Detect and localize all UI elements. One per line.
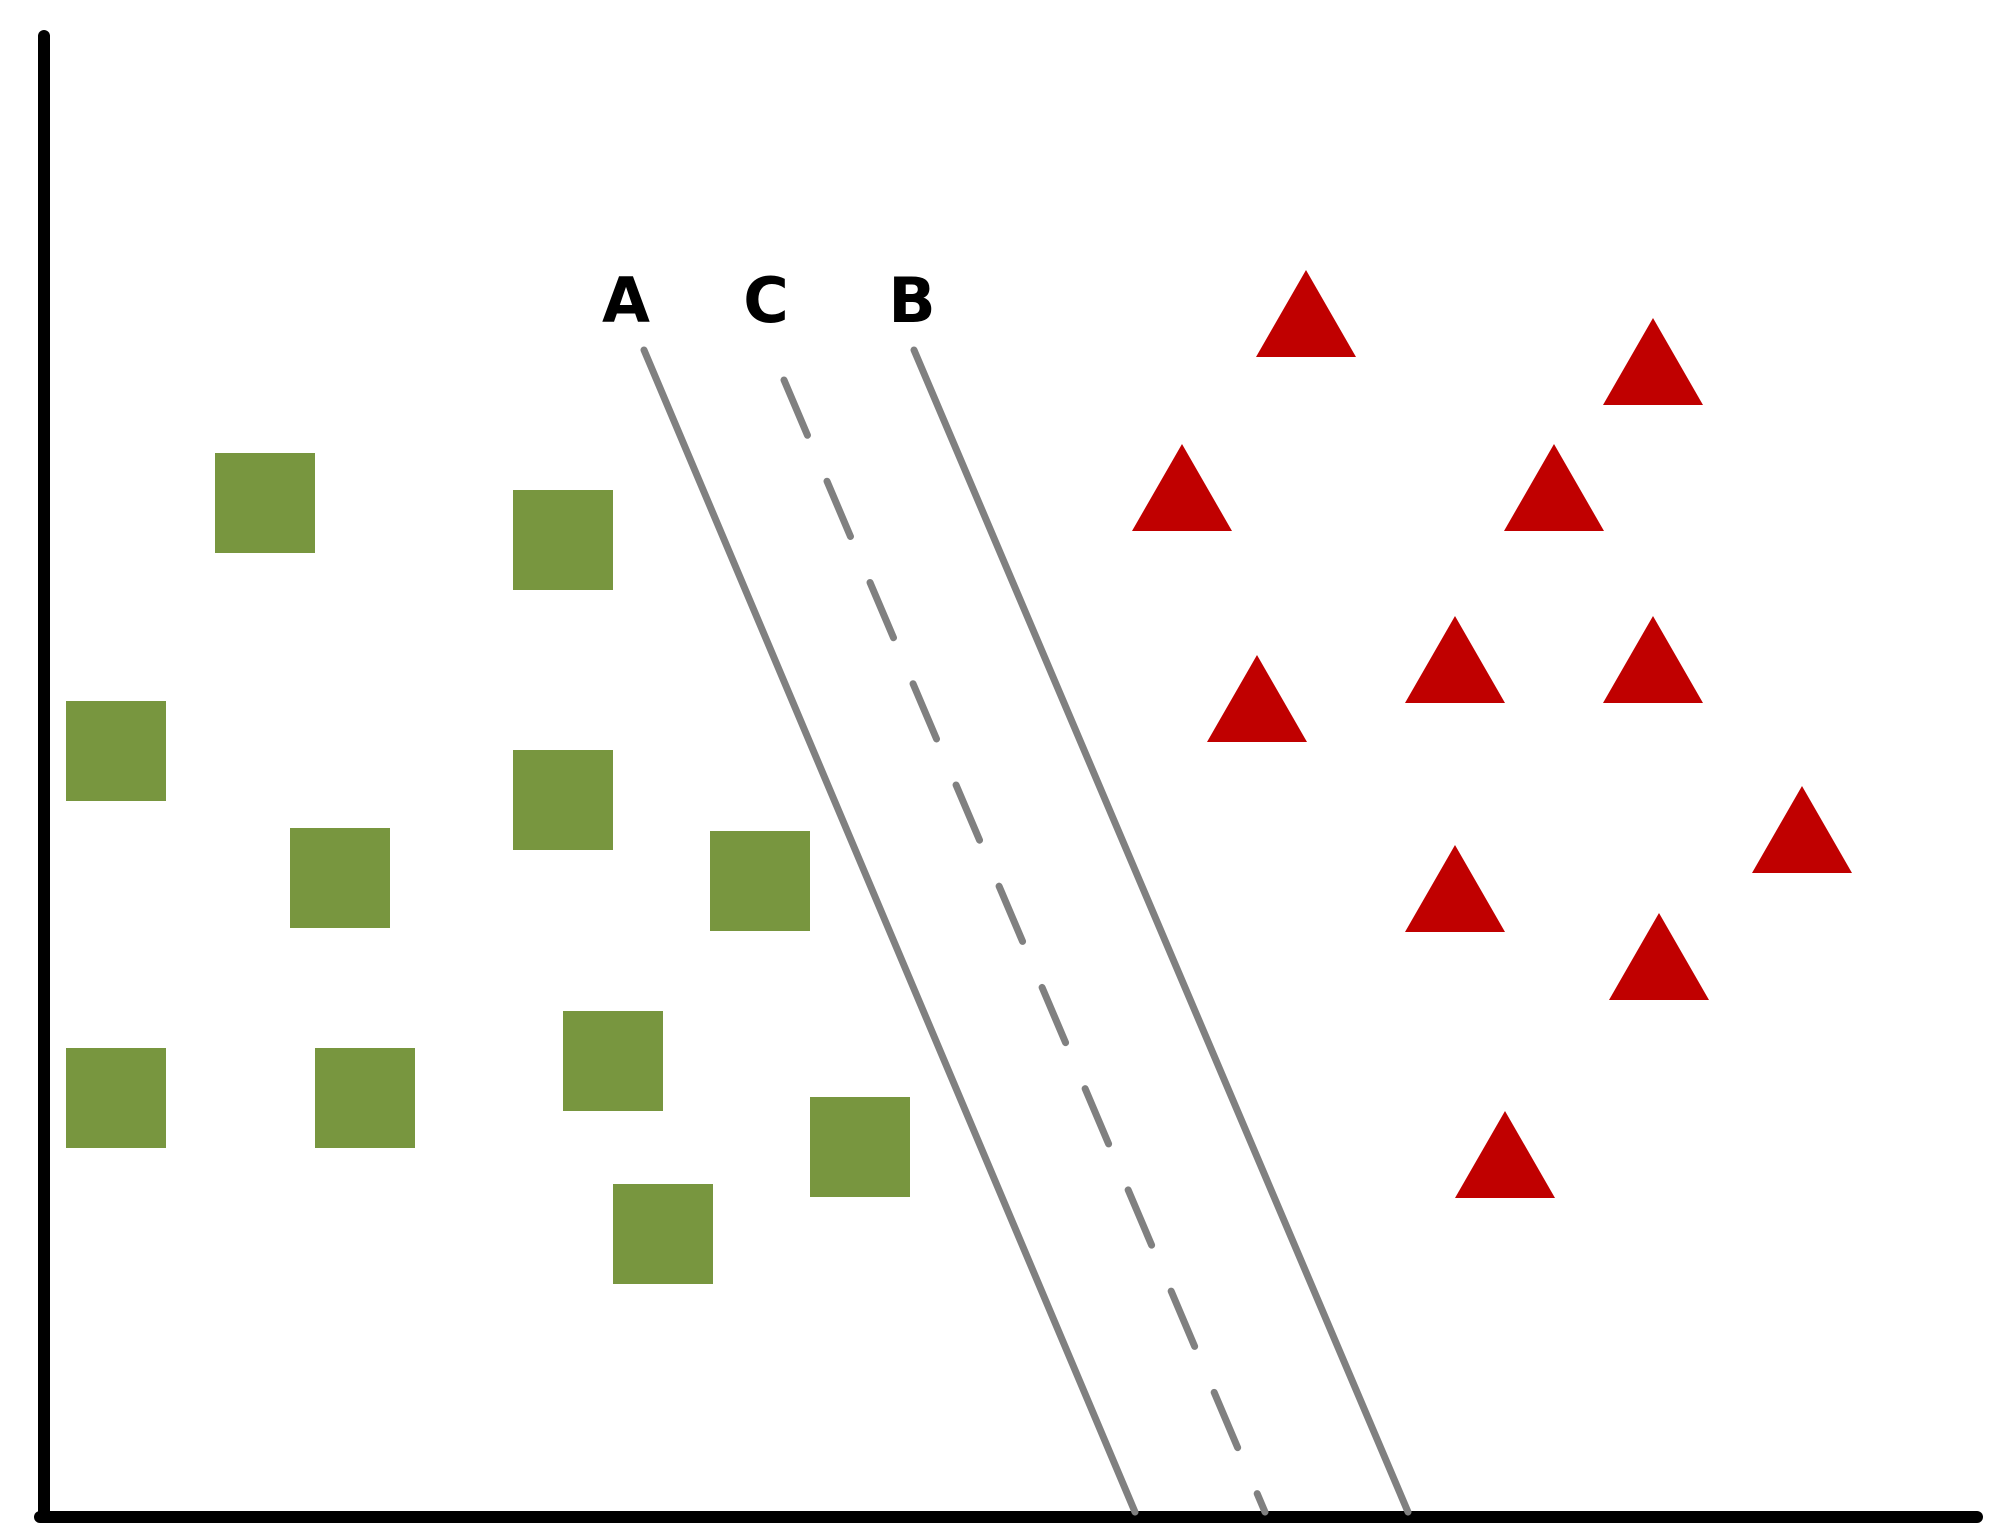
label-a: A bbox=[602, 264, 650, 337]
triangle-class-points bbox=[1132, 270, 1852, 1198]
square-point bbox=[315, 1048, 415, 1148]
square-point bbox=[513, 490, 613, 590]
triangle-point bbox=[1132, 444, 1232, 531]
triangle-point bbox=[1609, 913, 1709, 1000]
boundary-line-c bbox=[780, 376, 1269, 1516]
square-point bbox=[215, 453, 315, 553]
label-c: C bbox=[743, 264, 789, 337]
square-class-points bbox=[66, 453, 910, 1284]
boundary-line-a bbox=[640, 346, 1139, 1516]
triangle-point bbox=[1256, 270, 1356, 357]
triangle-point bbox=[1603, 616, 1703, 703]
triangle-point bbox=[1455, 1111, 1555, 1198]
label-b: B bbox=[888, 264, 935, 337]
square-point bbox=[66, 1048, 166, 1148]
triangle-point bbox=[1405, 616, 1505, 703]
square-point bbox=[613, 1184, 713, 1284]
square-point bbox=[66, 701, 166, 801]
triangle-point bbox=[1752, 786, 1852, 873]
square-point bbox=[513, 750, 613, 850]
triangle-point bbox=[1603, 318, 1703, 405]
square-point bbox=[710, 831, 810, 931]
triangle-point bbox=[1207, 655, 1307, 742]
boundary-line-b bbox=[910, 346, 1412, 1516]
triangle-point bbox=[1405, 845, 1505, 932]
square-point bbox=[563, 1011, 663, 1111]
triangle-point bbox=[1504, 444, 1604, 531]
square-point bbox=[290, 828, 390, 928]
square-point bbox=[810, 1097, 910, 1197]
